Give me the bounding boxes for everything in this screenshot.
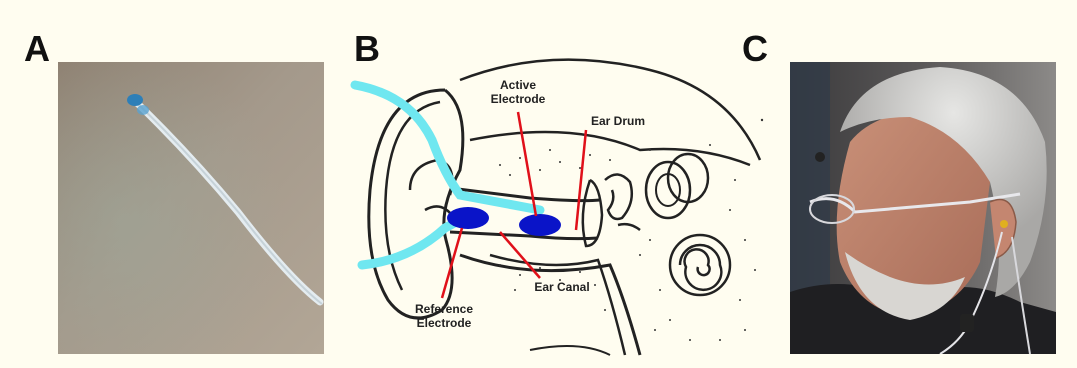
ear-drum-pointer bbox=[576, 130, 586, 230]
ear-canal-label: Ear Canal bbox=[522, 280, 602, 294]
electrode-tip bbox=[127, 94, 143, 106]
reference-electrode bbox=[447, 207, 489, 229]
panel-letter-a: A bbox=[24, 28, 50, 70]
ear-drum-label: Ear Drum bbox=[582, 114, 654, 128]
panel-letter-c: C bbox=[742, 28, 768, 70]
ossicles bbox=[605, 174, 632, 219]
subject-photo bbox=[790, 62, 1056, 354]
ear-canal-lower-wall bbox=[450, 232, 598, 239]
ear-diagram: Active Electrode Ear Drum Ear Canal Refe… bbox=[350, 50, 770, 360]
active-electrode-pointer bbox=[518, 112, 536, 216]
ear-electrode bbox=[1000, 220, 1008, 228]
ear-canal-pointer bbox=[500, 232, 540, 278]
electrode-photo bbox=[58, 62, 324, 354]
wire-clip bbox=[960, 314, 974, 332]
pinna-outline bbox=[369, 90, 463, 318]
electrode-photo-image bbox=[58, 62, 324, 354]
reference-electrode-label: Reference Electrode bbox=[402, 302, 486, 330]
subject-photo-image bbox=[790, 62, 1056, 354]
skull-outline bbox=[460, 60, 760, 160]
ear-drum-shape bbox=[583, 180, 602, 246]
active-electrode bbox=[519, 214, 561, 236]
active-electrode-label: Active Electrode bbox=[478, 78, 558, 106]
cochlea bbox=[670, 235, 730, 295]
